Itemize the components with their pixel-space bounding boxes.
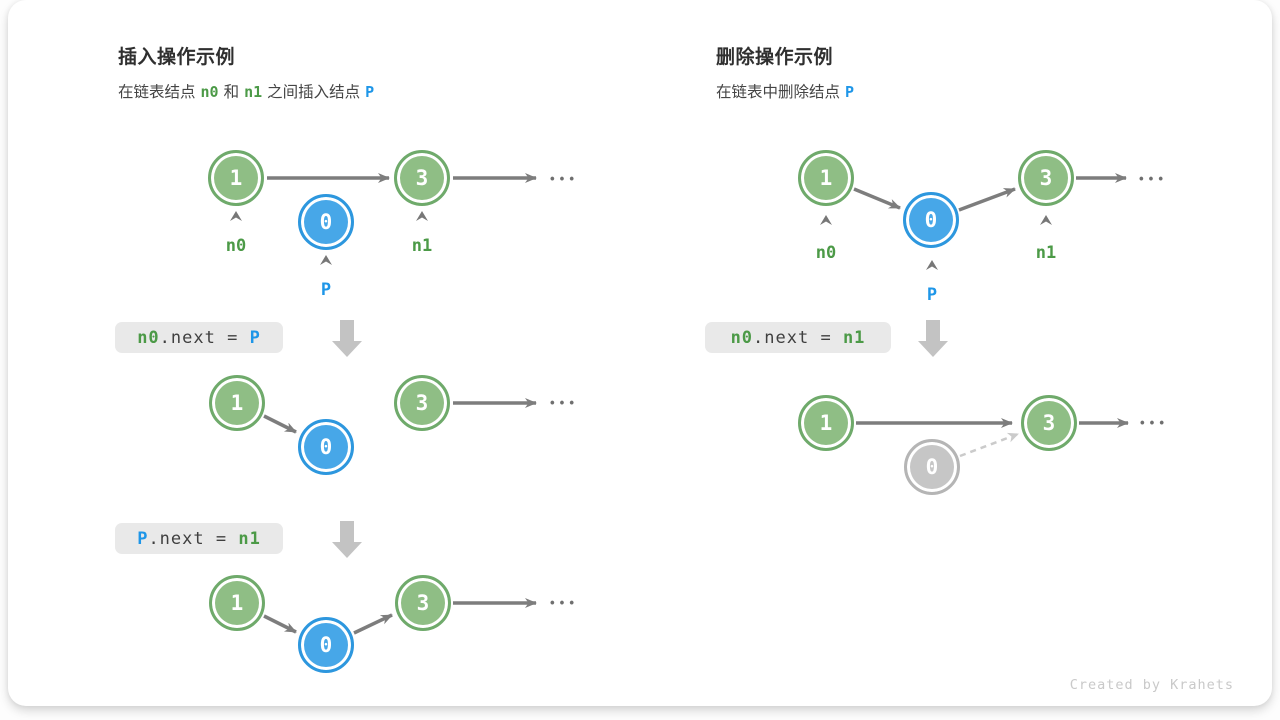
node-1: 1 — [209, 575, 265, 631]
pointer-label-n0: n0 — [225, 236, 247, 256]
node-value: 3 — [1042, 411, 1056, 435]
node-p-removed: 0 — [904, 439, 960, 495]
node-value: 3 — [415, 391, 429, 415]
node-value: 0 — [319, 210, 333, 234]
node-3: 3 — [1021, 395, 1077, 451]
node-p: 0 — [298, 194, 354, 250]
node-3: 3 — [394, 150, 450, 206]
node-p: 0 — [903, 192, 959, 248]
node-value: 3 — [415, 166, 429, 190]
node-value: 0 — [925, 455, 939, 479]
code-token: P — [137, 528, 149, 549]
ellipsis: ••• — [1138, 416, 1168, 432]
node-3: 3 — [394, 375, 450, 431]
node-value: 0 — [924, 208, 938, 232]
code-token: P — [249, 327, 261, 348]
subtitle-text: 在链表结点 — [118, 84, 196, 101]
ellipsis: ••• — [548, 172, 578, 188]
subtitle-text: 之间插入结点 — [267, 84, 361, 101]
node-value: 3 — [1039, 166, 1053, 190]
token-n0: n0 — [200, 83, 219, 101]
node-value: 1 — [229, 166, 243, 190]
ellipsis: ••• — [548, 596, 578, 612]
node-p: 0 — [298, 419, 354, 475]
pointer-label-p: P — [926, 285, 938, 305]
ellipsis: ••• — [548, 396, 578, 412]
code-token: .next = — [753, 327, 843, 348]
node-1: 1 — [208, 150, 264, 206]
token-p: P — [845, 83, 855, 101]
node-value: 1 — [819, 411, 833, 435]
token-p: P — [365, 83, 375, 101]
pointer-label-n1: n1 — [411, 236, 433, 256]
node-value: 1 — [819, 166, 833, 190]
subtitle-text: 和 — [223, 84, 240, 101]
code-label-n0-next-p: n0.next = P — [115, 322, 283, 353]
code-label-p-next-n1: P.next = n1 — [115, 523, 283, 554]
delete-panel-title: 删除操作示例 — [716, 47, 834, 68]
code-token: .next = — [159, 327, 250, 348]
watermark: Created by Krahets — [1069, 677, 1234, 693]
code-token: n0 — [730, 327, 754, 348]
node-value: 3 — [416, 591, 430, 615]
pointer-label-n0: n0 — [815, 243, 837, 263]
node-value: 1 — [230, 391, 244, 415]
node-1: 1 — [798, 395, 854, 451]
insert-panel-title: 插入操作示例 — [118, 47, 236, 68]
code-label-n0-next-n1: n0.next = n1 — [705, 322, 891, 353]
node-value: 0 — [319, 633, 333, 657]
node-value: 1 — [230, 591, 244, 615]
node-1: 1 — [209, 375, 265, 431]
token-n1: n1 — [244, 83, 263, 101]
pointer-label-p: P — [320, 280, 332, 300]
ellipsis: ••• — [1137, 172, 1167, 188]
node-p: 0 — [298, 617, 354, 673]
node-1: 1 — [798, 150, 854, 206]
subtitle-text: 在链表中删除结点 — [716, 84, 841, 101]
code-token: .next = — [148, 528, 239, 549]
code-token: n0 — [137, 327, 160, 348]
code-token: n1 — [842, 327, 866, 348]
canvas-card — [8, 0, 1272, 706]
node-value: 0 — [319, 435, 333, 459]
node-3: 3 — [395, 575, 451, 631]
node-3: 3 — [1018, 150, 1074, 206]
code-token: n1 — [238, 528, 261, 549]
pointer-label-n1: n1 — [1035, 243, 1057, 263]
